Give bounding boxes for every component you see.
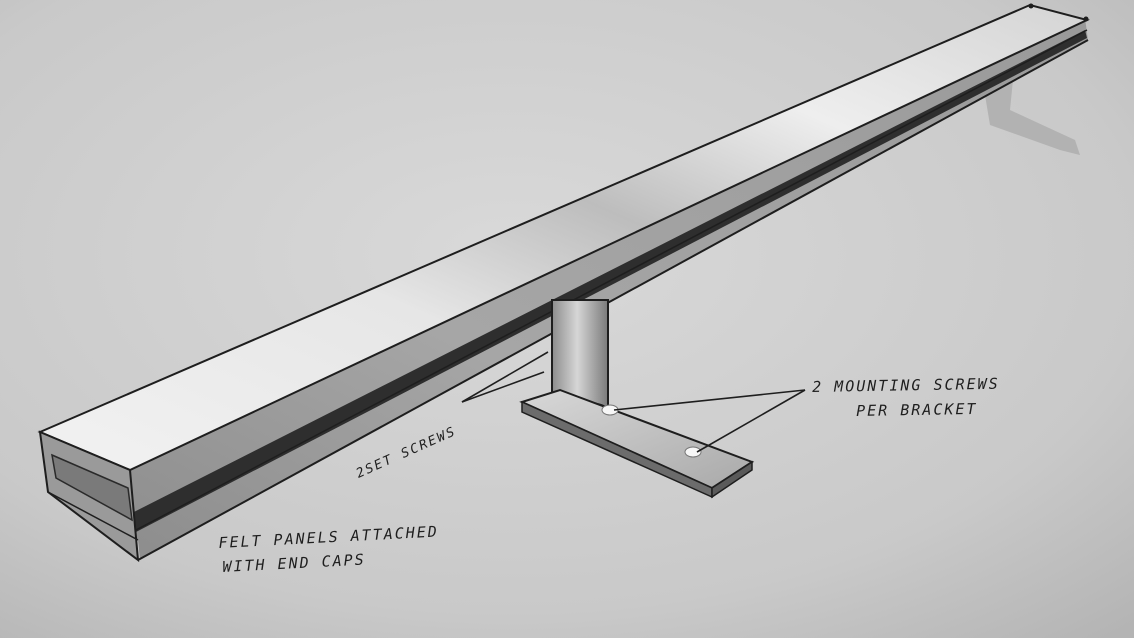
label-mounting-screws-line2: PER BRACKET xyxy=(856,399,978,420)
end-cap-inner-channel xyxy=(51,453,133,522)
rail-edge-mid xyxy=(135,29,1088,531)
leader-line-set-2 xyxy=(461,371,545,403)
leader-line-mount-2 xyxy=(696,389,806,453)
mounting-screw-hole-2 xyxy=(684,446,702,458)
rail-end-dot-bottom xyxy=(1083,16,1089,22)
end-cap-lip xyxy=(47,491,139,541)
bracket-base-plate-edge-right xyxy=(711,460,753,499)
leader-line-mount-1 xyxy=(613,389,806,411)
rail-end-dot-top xyxy=(1028,3,1034,9)
leader-line-set-1 xyxy=(461,351,549,403)
label-mounting-screws-line1: 2 MOUNTING SCREWS xyxy=(812,374,1000,396)
rail-edge-bottom xyxy=(137,39,1089,561)
